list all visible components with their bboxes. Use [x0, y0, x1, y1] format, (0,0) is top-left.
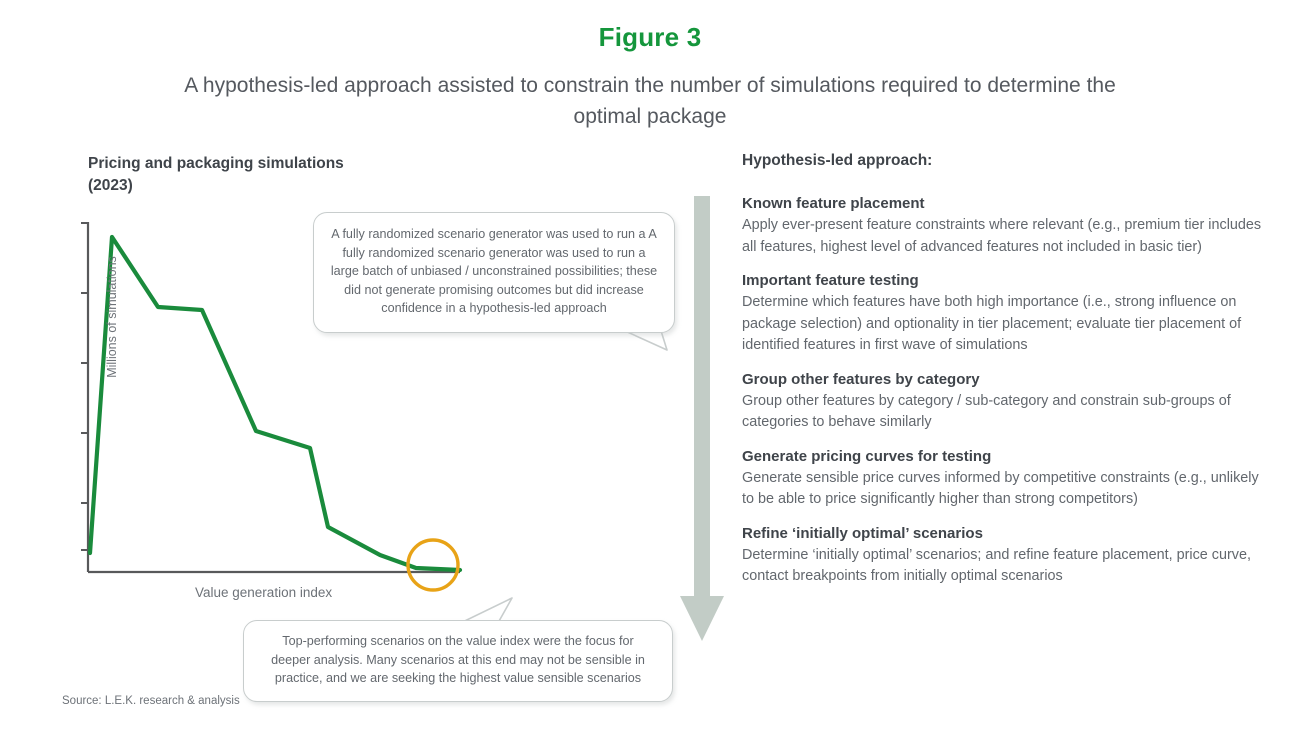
section-body: Apply ever-present feature constraints w…	[742, 217, 1262, 255]
approach-section: Known feature placement Apply ever-prese…	[742, 195, 1274, 258]
callout-top: A fully randomized scenario generator wa…	[313, 212, 675, 333]
approach-section: Generate pricing curves for testing Gene…	[742, 448, 1274, 511]
section-heading: Group other features by category	[742, 370, 980, 388]
section-heading: Refine ‘initially optimal’ scenarios	[742, 524, 983, 542]
section-body: Determine ‘initially optimal’ scenarios;…	[742, 546, 1251, 585]
simulations-line-chart: Millions of simulations Value generation…	[60, 210, 700, 610]
chart-heading-line2: (2023)	[88, 177, 133, 194]
chart-heading: Pricing and packaging simulations (2023)	[88, 153, 508, 197]
chart-plot-area	[81, 222, 463, 592]
section-body: Generate sensible price curves informed …	[742, 469, 1259, 508]
section-heading: Known feature placement	[742, 195, 925, 212]
right-panel-title: Hypothesis-led approach:	[742, 152, 933, 169]
figure-title: Figure 3	[598, 22, 702, 52]
section-body: Group other features by category / sub-c…	[742, 392, 1231, 431]
y-axis-title: Millions of simulations	[105, 256, 119, 378]
highlight-circle-annotation	[406, 538, 460, 592]
approach-section: Important feature testing Determine whic…	[742, 272, 1274, 357]
downward-flow-arrow	[680, 196, 724, 641]
source-note: Source: L.E.K. research & analysis	[62, 695, 240, 707]
simulations-data-line	[87, 234, 463, 573]
figure-subtitle: A hypothesis-led approach assisted to co…	[184, 74, 1116, 128]
y-axis-ticks	[81, 222, 88, 551]
section-heading: Generate pricing curves for testing	[742, 447, 992, 465]
chart-heading-line1: Pricing and packaging simulations	[88, 155, 344, 172]
approach-section: Refine ‘initially optimal’ scenarios Det…	[742, 525, 1274, 588]
approach-section: Group other features by category Group o…	[742, 371, 1274, 434]
section-heading: Important feature testing	[742, 272, 919, 289]
hypothesis-approach-panel: Hypothesis-led approach: Known feature p…	[742, 152, 1274, 588]
x-axis-title: Value generation index	[195, 585, 333, 600]
callout-bottom: Top-performing scenarios on the value in…	[243, 620, 673, 702]
section-body: Determine which features have both high …	[742, 294, 1242, 353]
